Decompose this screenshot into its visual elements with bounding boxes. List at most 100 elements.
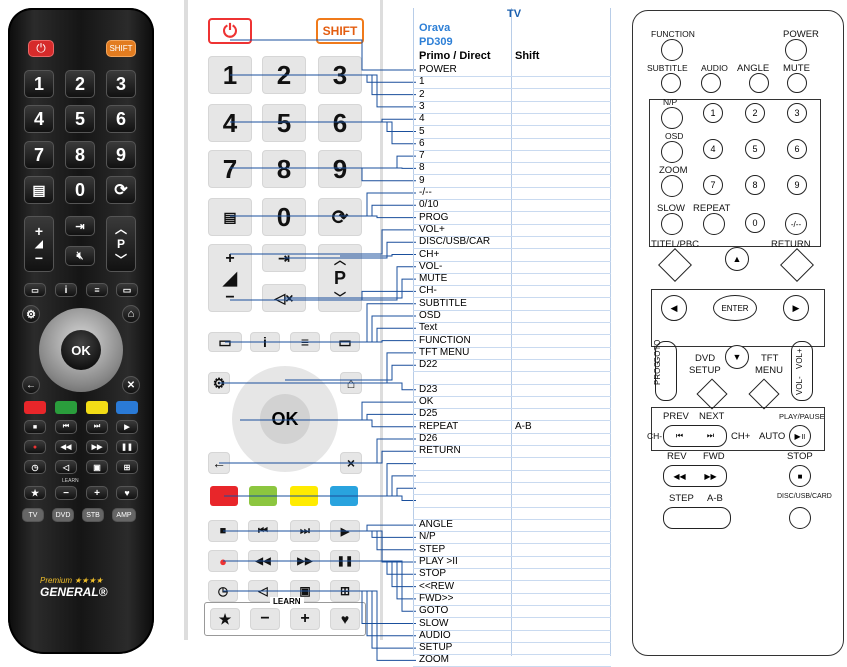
label-next: NEXT bbox=[699, 411, 724, 422]
schematic-function-button bbox=[661, 39, 683, 61]
leader-line bbox=[230, 40, 416, 70]
table-row-label: VOL+ bbox=[419, 224, 445, 236]
table-row-label: <<REW bbox=[419, 581, 454, 593]
table-row-line bbox=[413, 457, 611, 458]
schematic-key-2: 2 bbox=[745, 103, 765, 123]
table-row-label: VOL- bbox=[419, 261, 442, 273]
table-row-label: OK bbox=[419, 396, 433, 408]
label-tft: TFT bbox=[761, 353, 778, 364]
table-row-label: D23 bbox=[419, 384, 437, 396]
table-row-line bbox=[413, 150, 611, 151]
label-setup: SETUP bbox=[689, 365, 721, 376]
schematic-return-button bbox=[780, 248, 814, 282]
label-dvd: DVD bbox=[695, 353, 715, 364]
table-brand: Orava bbox=[419, 22, 450, 34]
leader-line bbox=[325, 414, 416, 420]
leader-line bbox=[285, 402, 416, 420]
table-row-line bbox=[413, 261, 611, 262]
schematic-key-3: 3 bbox=[787, 103, 807, 123]
leader-line bbox=[340, 75, 416, 107]
label-vol-plus: VOL+ bbox=[795, 348, 804, 369]
leader-line bbox=[240, 420, 416, 427]
fast-forward-icon: ▶▶ bbox=[704, 472, 716, 481]
schematic-step-ab-rocker bbox=[663, 507, 731, 529]
table-row-line bbox=[413, 199, 611, 200]
table-row-label: TFT MENU bbox=[419, 347, 469, 359]
prev-icon: ⏮ bbox=[676, 431, 683, 441]
schematic-mute-button bbox=[787, 73, 807, 93]
table-row-label: OSD bbox=[419, 310, 441, 322]
table-row-line bbox=[413, 76, 611, 77]
triangle-right-icon: ▶ bbox=[793, 303, 800, 314]
label-subtitle: SUBTITLE bbox=[647, 63, 688, 73]
schematic-osd-button bbox=[661, 141, 683, 163]
table-row-label: 7 bbox=[419, 150, 425, 162]
table-row-label: CH+ bbox=[419, 249, 439, 261]
table-row-line bbox=[413, 248, 611, 249]
leader-line bbox=[263, 476, 416, 496]
schematic-down-button: ▼ bbox=[725, 345, 749, 369]
leader-line bbox=[223, 561, 416, 574]
label-fwd: FWD bbox=[703, 451, 725, 462]
label-audio: AUDIO bbox=[701, 63, 728, 73]
table-row-label: D22 bbox=[419, 359, 437, 371]
label-angle: ANGLE bbox=[737, 63, 769, 74]
leader-line bbox=[305, 561, 416, 599]
table-row-line bbox=[413, 187, 611, 188]
leader-line bbox=[351, 383, 416, 390]
schematic-key-7: 7 bbox=[703, 175, 723, 195]
leader-line bbox=[340, 168, 416, 181]
schematic-prev-next-rocker: ⏮⏭ bbox=[663, 425, 727, 447]
leader-line bbox=[345, 341, 416, 342]
table-column-divider bbox=[511, 8, 512, 656]
table-row-line bbox=[413, 359, 611, 360]
leader-line bbox=[225, 304, 416, 342]
leader-line bbox=[284, 75, 416, 95]
table-row-label: PLAY >II bbox=[419, 556, 458, 568]
schematic-key-5: 5 bbox=[745, 139, 765, 159]
schematic-repeat-button bbox=[703, 213, 725, 235]
table-row-label: D26 bbox=[419, 433, 437, 445]
schematic-np-button bbox=[661, 107, 683, 129]
table-row-label: DISC/USB/CAR bbox=[419, 236, 490, 248]
table-row-line bbox=[413, 101, 611, 102]
table-row-line bbox=[413, 408, 611, 409]
table-header: TV bbox=[507, 8, 521, 20]
schematic-key-6: 6 bbox=[787, 139, 807, 159]
leader-line bbox=[219, 353, 416, 383]
table-col1-header: Primo / Direct bbox=[419, 50, 491, 62]
schematic-key-4: 4 bbox=[703, 139, 723, 159]
mapping-table: TV Orava PD309 Primo / Direct Shift POWE… bbox=[413, 8, 611, 656]
stop-icon: ■ bbox=[798, 472, 803, 481]
leader-line bbox=[223, 525, 416, 531]
schematic-angle-button bbox=[749, 73, 769, 93]
table-row-label: ANGLE bbox=[419, 519, 453, 531]
leader-line bbox=[345, 591, 416, 660]
leader-line bbox=[345, 531, 416, 562]
table-border-left bbox=[413, 8, 414, 656]
label-np: N/P bbox=[663, 97, 677, 107]
schematic-enter-button: ENTER bbox=[713, 295, 757, 321]
schematic-play-pause-button: ▶॥ bbox=[789, 425, 811, 447]
label-goto: GOTO bbox=[653, 340, 662, 363]
label-play-pause: PLAY/PAUSE bbox=[779, 412, 825, 421]
leader-line bbox=[305, 591, 416, 648]
play-pause-icon: ▶॥ bbox=[795, 431, 806, 442]
schematic-up-button: ▲ bbox=[725, 247, 749, 271]
leader-line bbox=[305, 531, 416, 550]
table-row-label: STEP bbox=[419, 544, 445, 556]
schematic-zoom-button bbox=[661, 175, 683, 197]
table-row-label: PROG bbox=[419, 212, 448, 224]
table-row-line bbox=[413, 396, 611, 397]
schematic-dash-button: -/-- bbox=[785, 213, 807, 235]
leader-line bbox=[304, 488, 416, 496]
schematic-left-button: ◀ bbox=[661, 295, 687, 321]
label-ch-plus: CH+ bbox=[731, 431, 750, 442]
table-row-line bbox=[413, 162, 611, 163]
leader-line bbox=[284, 205, 416, 216]
schematic-titel-button bbox=[658, 248, 692, 282]
leader-line bbox=[263, 531, 416, 537]
table-row-label: 3 bbox=[419, 101, 425, 113]
leader-line bbox=[230, 193, 416, 216]
label-step: STEP bbox=[669, 493, 694, 504]
